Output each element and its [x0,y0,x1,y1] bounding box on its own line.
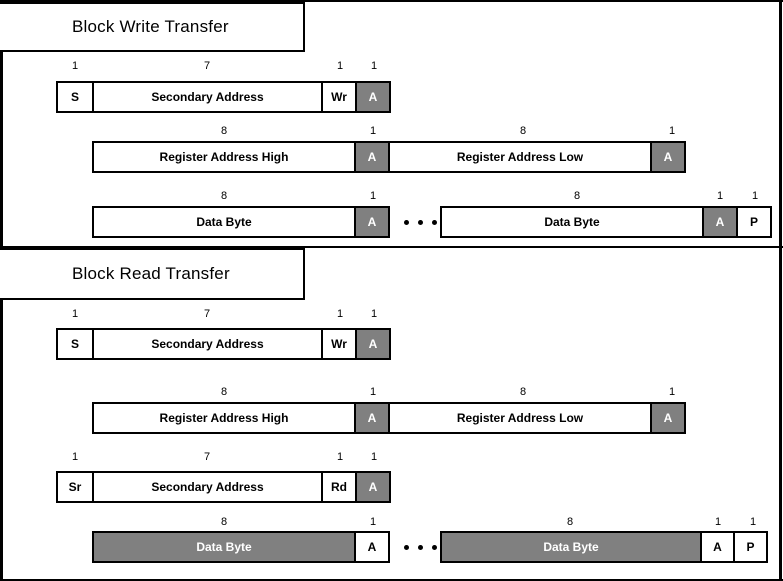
ellipsis-dot [404,219,409,225]
cell-ack-reg-high: A [354,402,390,434]
cell-ack-data: A [354,206,390,238]
cell-read-bit: Rd [321,471,357,503]
cell-write-bit: Wr [321,328,357,360]
cell-start-condition: S [56,328,94,360]
bitlabel-write-reg-high: 8 [220,125,228,137]
cell-register-address-low: Register Address Low [388,141,652,173]
write-data-row-last: Data Byte A P [440,206,772,238]
cell-ack-data: A [700,531,735,563]
bitlabel-read-data-first: 8 [220,516,228,528]
cell-write-bit: Wr [321,81,357,113]
cell-data-byte: Data Byte [440,531,702,563]
cell-register-address-low: Register Address Low [388,402,652,434]
bitlabel-write-reg-low: 8 [519,125,527,137]
frame-bottom-border [0,579,783,581]
read-restart-row: Sr Secondary Address Rd A [56,471,391,503]
block-write-title: Block Write Transfer [72,17,229,36]
bitlabel-read-data-first-ack: 1 [369,516,377,528]
read-data-row-first: Data Byte A [92,531,390,563]
cell-ack-reg-low: A [650,141,686,173]
cell-ack-reg-low: A [650,402,686,434]
bitlabel-write-data-first: 8 [220,190,228,202]
bitlabel-write-reg-high-ack: 1 [369,125,377,137]
cell-data-byte: Data Byte [440,206,704,238]
cell-ack: A [355,328,391,360]
ellipsis-dot [432,219,437,225]
frame-top-border [0,0,783,2]
bitlabel-read-data-last: 8 [566,516,574,528]
bitlabel-write-data-last: 8 [573,190,581,202]
bitlabel-write-reg-low-ack: 1 [668,125,676,137]
bitlabel-read-rd: 1 [336,451,344,463]
section-divider [0,246,783,248]
bitlabel-write-s: 1 [71,60,79,72]
bitlabel-write-stop: 1 [751,190,759,202]
bitlabel-read-s: 1 [71,308,79,320]
cell-register-address-high: Register Address High [92,141,356,173]
bitlabel-write-wr: 1 [336,60,344,72]
bitlabel-read-data-last-ack: 1 [714,516,722,528]
ellipsis-dot [432,544,437,550]
cell-start-condition: S [56,81,94,113]
cell-stop-condition: P [733,531,768,563]
bitlabel-read-secondary-address: 7 [203,308,211,320]
block-read-title-box: Block Read Transfer [0,248,305,300]
cell-secondary-address: Secondary Address [92,471,323,503]
cell-ack-data: A [354,531,390,563]
bitlabel-read-sr: 1 [71,451,79,463]
cell-secondary-address: Secondary Address [92,81,323,113]
ellipsis-dot [418,544,423,550]
bitlabel-write-secondary-address: 7 [203,60,211,72]
cell-data-byte: Data Byte [92,206,356,238]
cell-ack-reg-high: A [354,141,390,173]
ellipsis-dot [404,544,409,550]
cell-stop-condition: P [736,206,772,238]
bitlabel-read-secondary-address-2: 7 [203,451,211,463]
write-address-row: S Secondary Address Wr A [56,81,391,113]
block-write-title-box: Block Write Transfer [0,2,305,52]
bitlabel-read-reg-low: 8 [519,386,527,398]
cell-data-byte: Data Byte [92,531,356,563]
bitlabel-read-reg-low-ack: 1 [668,386,676,398]
write-register-row: Register Address High A Register Address… [92,141,686,173]
bitlabel-write-data-first-ack: 1 [369,190,377,202]
bitlabel-read-reg-high: 8 [220,386,228,398]
cell-repeated-start-condition: Sr [56,471,94,503]
bitlabel-write-data-last-ack: 1 [716,190,724,202]
write-data-row-first: Data Byte A [92,206,390,238]
read-data-ellipsis [404,531,437,563]
frame-right-border [779,0,782,581]
block-read-title: Block Read Transfer [72,264,230,283]
read-address-row: S Secondary Address Wr A [56,328,391,360]
read-register-row: Register Address High A Register Address… [92,402,686,434]
bitlabel-read-ack2: 1 [370,451,378,463]
bitlabel-read-stop: 1 [749,516,757,528]
bitlabel-write-ack1: 1 [370,60,378,72]
cell-register-address-high: Register Address High [92,402,356,434]
bitlabel-read-reg-high-ack: 1 [369,386,377,398]
bitlabel-read-ack1: 1 [370,308,378,320]
cell-ack-data: A [702,206,738,238]
bitlabel-read-wr: 1 [336,308,344,320]
ellipsis-dot [418,219,423,225]
write-data-ellipsis [404,206,437,238]
cell-ack: A [355,471,391,503]
cell-ack: A [355,81,391,113]
read-data-row-last: Data Byte A P [440,531,768,563]
cell-secondary-address: Secondary Address [92,328,323,360]
